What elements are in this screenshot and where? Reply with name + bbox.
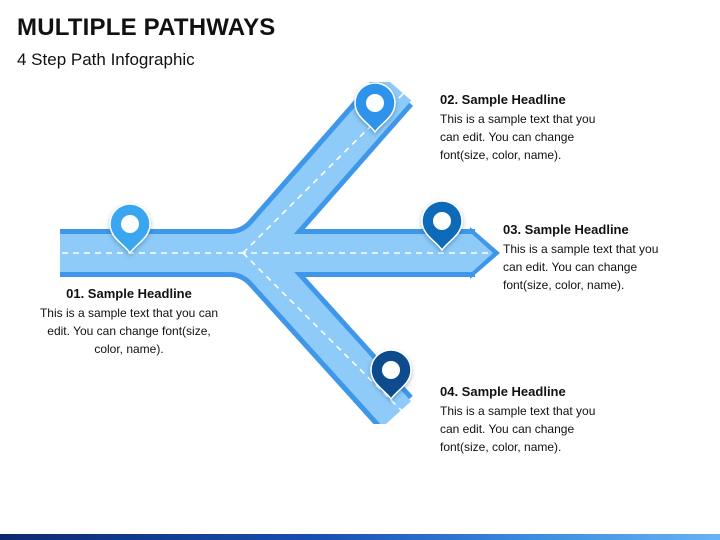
pin-03 bbox=[421, 200, 463, 252]
pin-01 bbox=[109, 203, 151, 255]
pin-02 bbox=[354, 82, 396, 134]
page-title: MULTIPLE PATHWAYS bbox=[17, 14, 276, 41]
step-03: 03. Sample Headline This is a sample tex… bbox=[503, 221, 703, 294]
step-04: 04. Sample Headline This is a sample tex… bbox=[440, 383, 640, 456]
step-text: This is a sample text that you can edit.… bbox=[440, 404, 596, 454]
road-fill-lower bbox=[229, 234, 412, 427]
page-subtitle: 4 Step Path Infographic bbox=[17, 50, 195, 69]
step-headline: 01. Sample Headline bbox=[66, 286, 192, 301]
step-headline: 03. Sample Headline bbox=[503, 222, 629, 237]
step-headline: 02. Sample Headline bbox=[440, 92, 566, 107]
crop-bottom bbox=[360, 424, 440, 454]
crop-left bbox=[40, 225, 60, 285]
step-text: This is a sample text that you can edit.… bbox=[440, 112, 596, 162]
step-text: This is a sample text that you can edit.… bbox=[503, 242, 659, 292]
step-text: This is a sample text that you can edit.… bbox=[39, 306, 219, 356]
step-01: 01. Sample Headline This is a sample tex… bbox=[33, 285, 225, 358]
pin-04 bbox=[370, 349, 412, 401]
step-02: 02. Sample Headline This is a sample tex… bbox=[440, 91, 640, 164]
bottom-accent-bar bbox=[0, 534, 720, 540]
step-headline: 04. Sample Headline bbox=[440, 384, 566, 399]
crop-top bbox=[360, 60, 440, 82]
